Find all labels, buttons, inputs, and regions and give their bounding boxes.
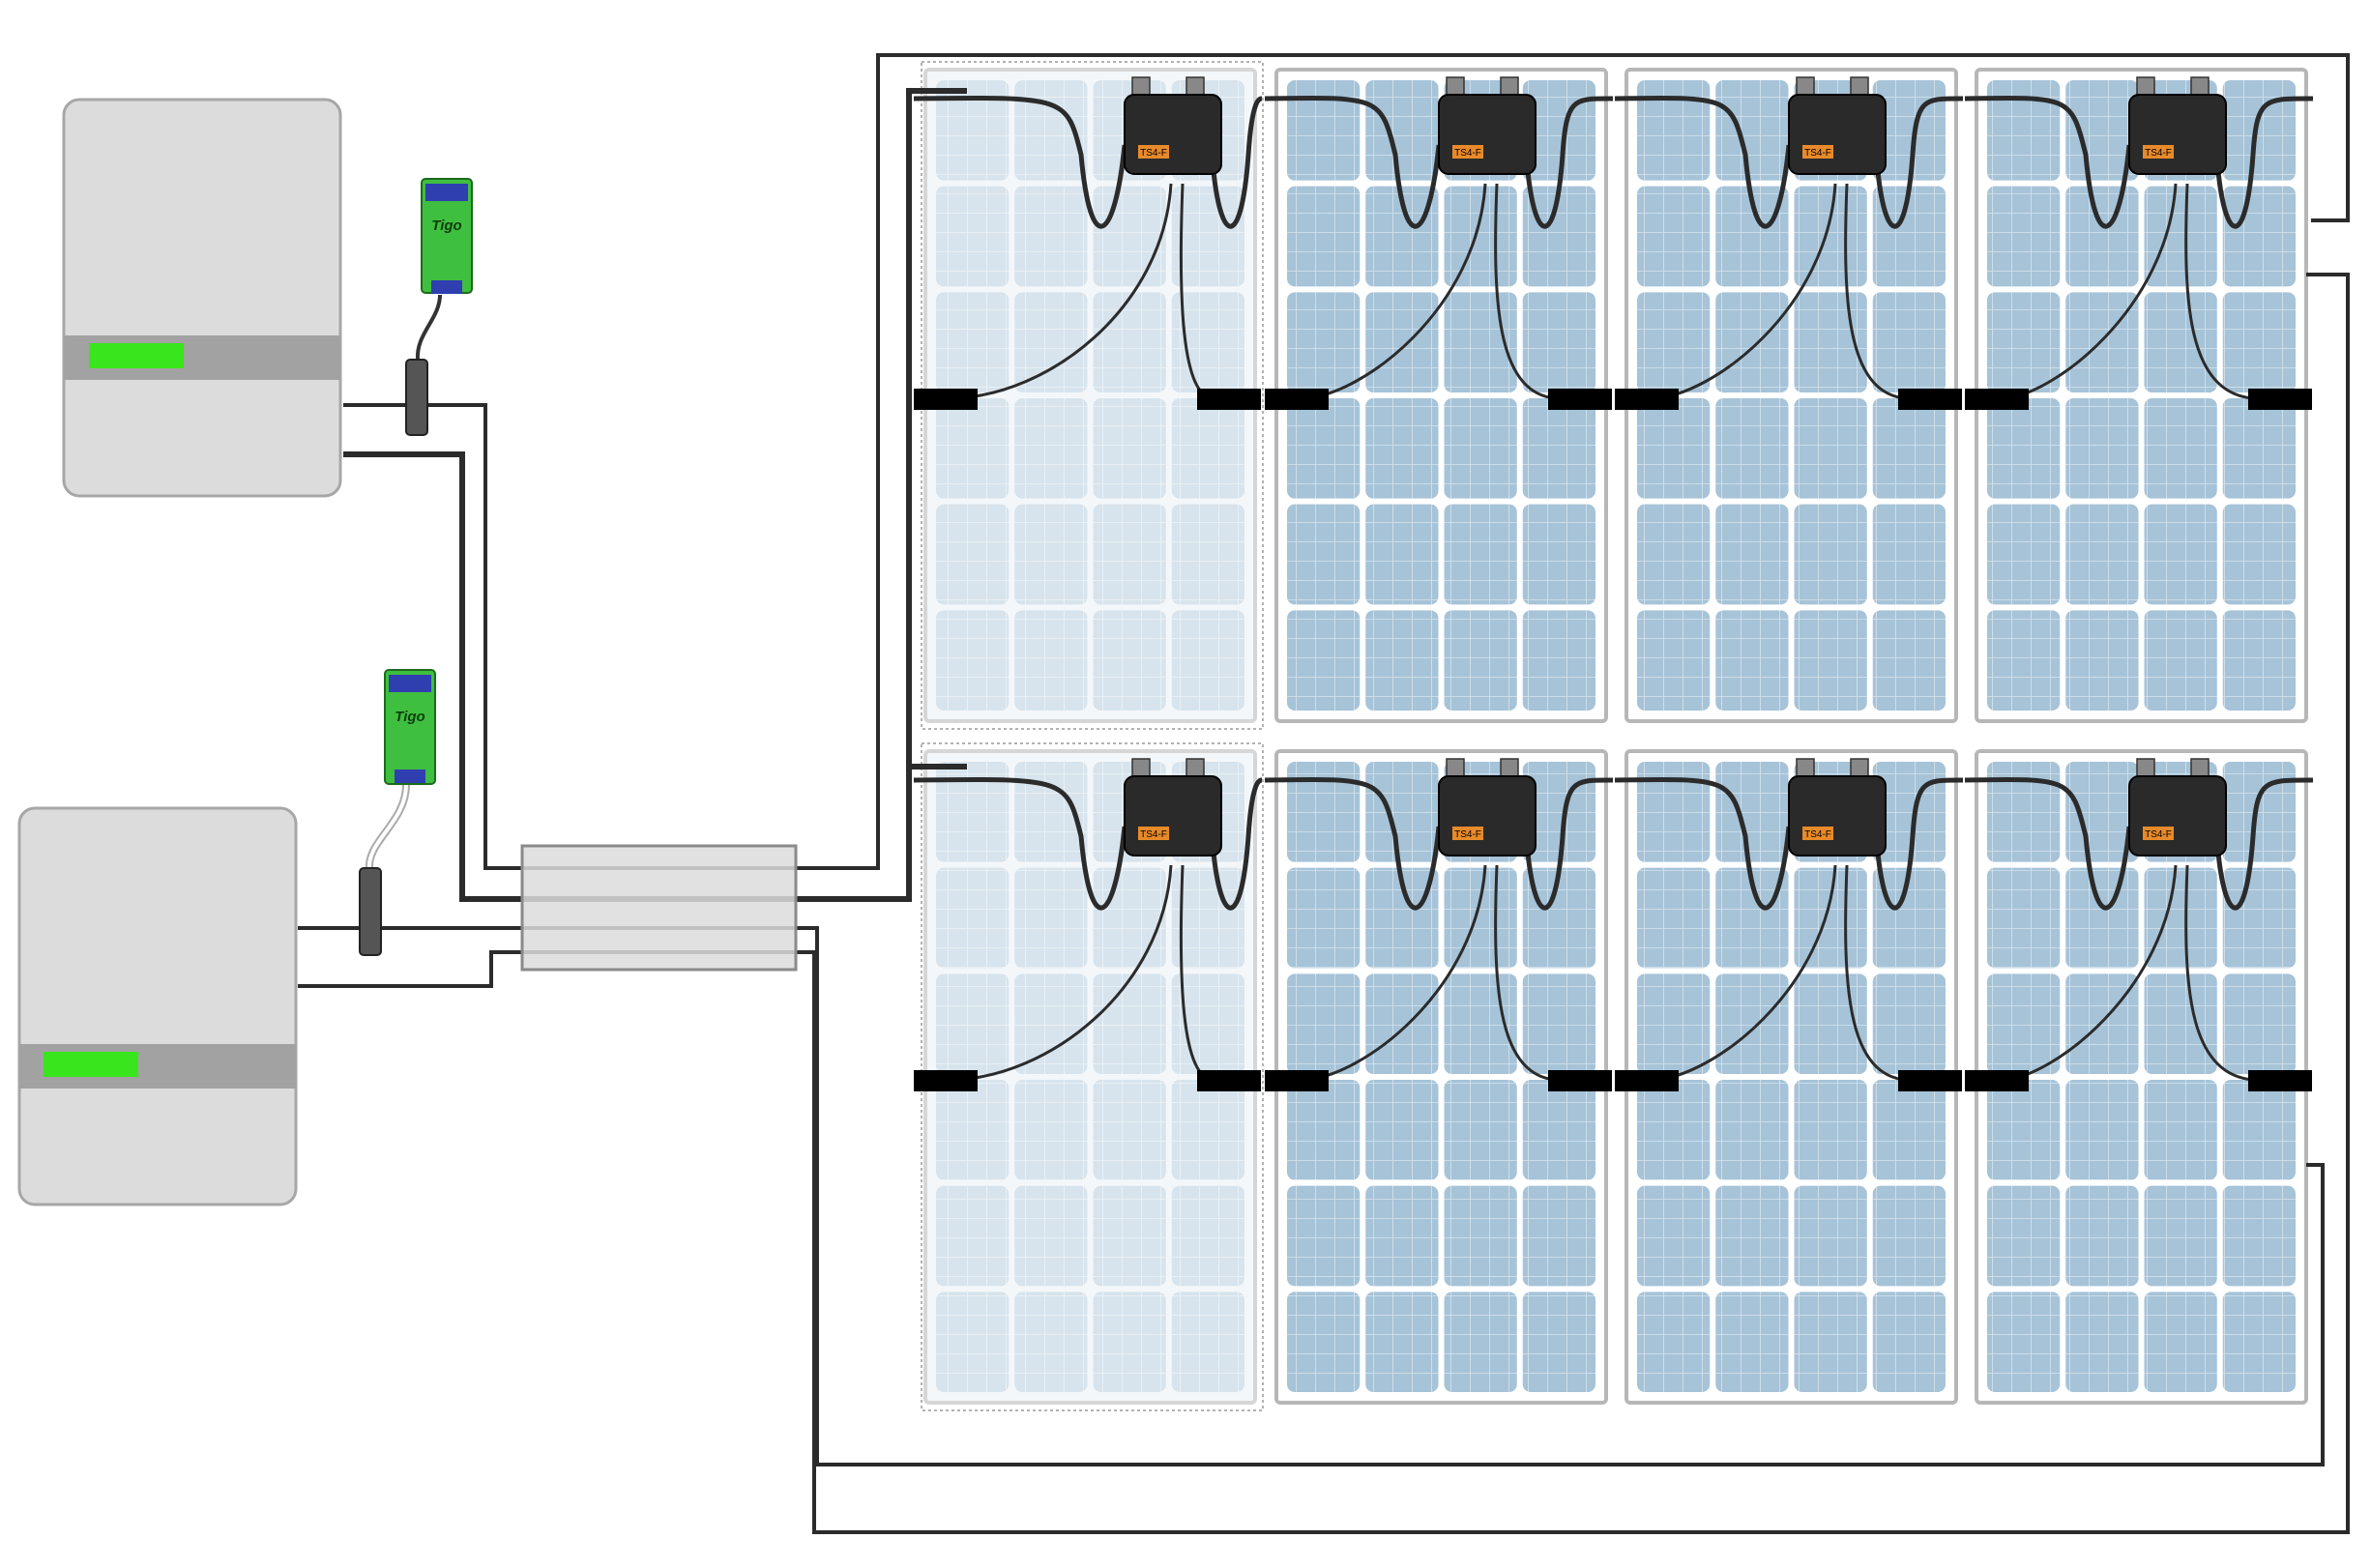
optimizer-r1-c4: TS4-F [1964, 76, 2314, 410]
optimizer-r1-c1: TS4-F [913, 76, 1263, 410]
dc-wire-inv2-neg [298, 273, 2350, 1534]
optimizer-label: TS4-F [1140, 829, 1167, 840]
wiring [298, 53, 2350, 1534]
optimizer-label: TS4-F [1804, 148, 1831, 159]
status-led [44, 1052, 138, 1077]
optimizer-r2-c4: TS4-F [1964, 758, 2314, 1091]
inverter-1 [62, 98, 342, 498]
optimizer-r1-c2: TS4-F [1264, 76, 1614, 410]
optimizer-label: TS4-F [2145, 829, 2172, 840]
optimizer-r2-c3: TS4-F [1614, 758, 1964, 1091]
inverter-2 [17, 806, 298, 1206]
optimizer-r1-c3: TS4-F [1614, 76, 1964, 410]
dc-wire-row2-start [906, 764, 967, 899]
optimizer-label: TS4-F [1140, 148, 1167, 159]
conduit-junction-box [520, 844, 798, 972]
tigo-logo: Tigo [431, 218, 461, 234]
tigo-logo: Tigo [395, 709, 424, 725]
optimizer-label: TS4-F [1804, 829, 1831, 840]
status-led [89, 343, 184, 368]
tigo-rsd-1: Tigo [405, 178, 473, 436]
solar-panel-r2-c3 [1625, 749, 1958, 1405]
tigo-rsd-2: Tigo [359, 669, 436, 956]
optimizer-label: TS4-F [1454, 148, 1481, 159]
solar-panel-r2-c1 [921, 742, 1264, 1411]
optimizer-r2-c2: TS4-F [1264, 758, 1614, 1091]
solar-panel-array [921, 61, 2308, 1411]
optimizer-label: TS4-F [1454, 829, 1481, 840]
optimizer-group: TS4-F TS4-F TS4-F TS4-F TS4-F TS4-F TS4-F TS4-F [913, 76, 2314, 1091]
optimizer-r2-c1: TS4-F [913, 758, 1263, 1091]
dc-wire-inv1-pos [343, 53, 2350, 870]
optimizer-label: TS4-F [2145, 148, 2172, 159]
solar-panel-r1-c4 [1975, 68, 2308, 723]
solar-panel-r2-c4 [1975, 749, 2308, 1405]
